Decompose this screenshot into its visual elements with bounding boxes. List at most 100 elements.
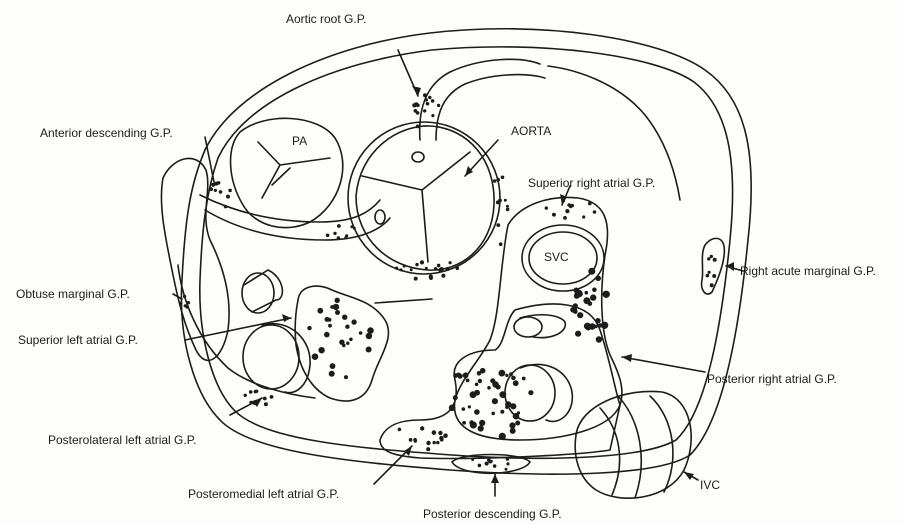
ganglion-dot <box>712 274 716 278</box>
ganglion-dot <box>468 405 471 408</box>
label-ivc: IVC <box>700 478 720 492</box>
ganglion-dot <box>500 410 504 414</box>
ganglion-dot <box>333 232 336 235</box>
ganglion-dot <box>505 374 508 377</box>
ganglion-dot <box>414 102 418 106</box>
ganglion-dot <box>425 267 428 270</box>
ganglion-dot <box>505 406 508 409</box>
ganglion-dot <box>573 303 578 308</box>
ganglion-dot <box>244 394 247 397</box>
ganglion-dot <box>574 293 580 299</box>
ganglion-dot <box>224 205 228 209</box>
label-right-acute-marginal: Right acute marginal G.P. <box>740 264 876 278</box>
ganglion-dot <box>506 208 510 212</box>
leader-posterior-right-atrial <box>622 357 705 372</box>
ganglion-dot <box>255 400 259 404</box>
ganglion-dot <box>318 347 324 353</box>
label-anterior-descending: Anterior descending G.P. <box>40 126 173 140</box>
ganglion-dot <box>588 268 595 275</box>
ganglion-dot <box>337 224 341 228</box>
ganglion-dot <box>499 391 506 398</box>
ganglion-dot <box>575 331 581 337</box>
ganglion-dot <box>337 236 341 240</box>
ganglion-dot <box>583 297 590 304</box>
ganglion-dot <box>595 276 601 282</box>
ganglion-dot <box>431 114 434 117</box>
ganglion-dot <box>710 255 713 258</box>
ganglion-dot <box>588 202 592 206</box>
ganglion-dot <box>432 430 437 435</box>
ganglion-dot <box>342 315 347 320</box>
ganglion-dot <box>187 301 190 304</box>
ganglion-dot <box>426 441 430 445</box>
ganglion-dot <box>462 421 466 425</box>
ganglion-dot <box>573 308 577 312</box>
ganglion-dot <box>479 420 485 426</box>
ganglion-dot <box>487 386 491 390</box>
ganglion-dot <box>414 277 418 281</box>
pv-cylinder-2 <box>243 325 299 389</box>
ganglion-dot <box>350 225 353 228</box>
ganglion-dot <box>437 264 441 268</box>
ganglion-dot <box>582 215 585 218</box>
ganglion-dot <box>499 433 506 440</box>
ganglion-dot <box>317 308 323 314</box>
ganglion-dot <box>478 464 482 468</box>
ganglion-dot <box>522 377 526 381</box>
ganglion-dot <box>463 372 469 378</box>
ganglion-dot <box>517 411 520 414</box>
label-svc: SVC <box>544 250 569 264</box>
ganglion-dot <box>226 195 230 199</box>
ganglion-dot <box>395 267 398 270</box>
ganglion-dot <box>513 380 519 386</box>
ganglion-dot <box>499 370 506 377</box>
ganglion-dot <box>594 325 598 329</box>
label-aortic-root: Aortic root G.P. <box>286 12 366 26</box>
ganglion-dot <box>179 302 182 305</box>
ganglion-dot <box>501 176 505 180</box>
ganglion-dot <box>490 460 493 463</box>
ganglion-dot <box>184 304 187 307</box>
ganglion-dot <box>217 181 221 185</box>
ganglion-dot <box>496 384 501 389</box>
label-obtuse-marginal: Obtuse marginal G.P. <box>16 287 130 301</box>
ganglion-dot <box>577 312 583 318</box>
ganglion-dot <box>509 372 513 376</box>
ganglion-dot <box>324 332 330 338</box>
ganglion-dot <box>592 288 597 293</box>
pv-cylinder-3 <box>514 317 542 337</box>
ganglion-dot <box>211 183 215 187</box>
ganglion-dot <box>344 375 348 379</box>
ganglion-dot <box>510 428 516 434</box>
arrowhead-ivc <box>684 472 694 480</box>
ganglion-dot <box>570 204 574 208</box>
aorta-valve <box>362 152 470 262</box>
label-posteromedial-left-atrial: Posteromedial left atrial G.P. <box>188 487 339 501</box>
ganglion-dot <box>346 342 349 345</box>
pa-valve <box>258 142 330 198</box>
ganglion-dot <box>449 261 452 264</box>
ganglion-dot <box>326 234 330 238</box>
label-superior-right-atrial: Superior right atrial G.P. <box>528 176 655 190</box>
ganglion-dot <box>416 111 420 115</box>
ganglion-dot <box>493 179 497 183</box>
ganglion-dot <box>471 458 474 461</box>
ganglion-dot <box>434 267 438 271</box>
ganglion-dot <box>333 304 339 310</box>
ganglion-dot <box>474 409 480 415</box>
ganglion-dot <box>565 209 569 213</box>
label-aorta: AORTA <box>511 124 551 138</box>
ganglion-dot <box>528 390 533 395</box>
ganglion-dot <box>509 422 515 428</box>
ivc-outline <box>575 391 691 498</box>
ganglion-dot <box>437 104 440 107</box>
ganglion-dot <box>562 199 565 202</box>
ganglion-dot <box>219 190 223 194</box>
ganglion-dot <box>403 265 406 268</box>
ganglion-dot <box>433 441 436 444</box>
ganglion-dot <box>249 390 253 394</box>
ganglion-dot <box>596 336 602 342</box>
ganglion-dot <box>462 407 466 411</box>
ganglion-dot <box>339 340 344 345</box>
